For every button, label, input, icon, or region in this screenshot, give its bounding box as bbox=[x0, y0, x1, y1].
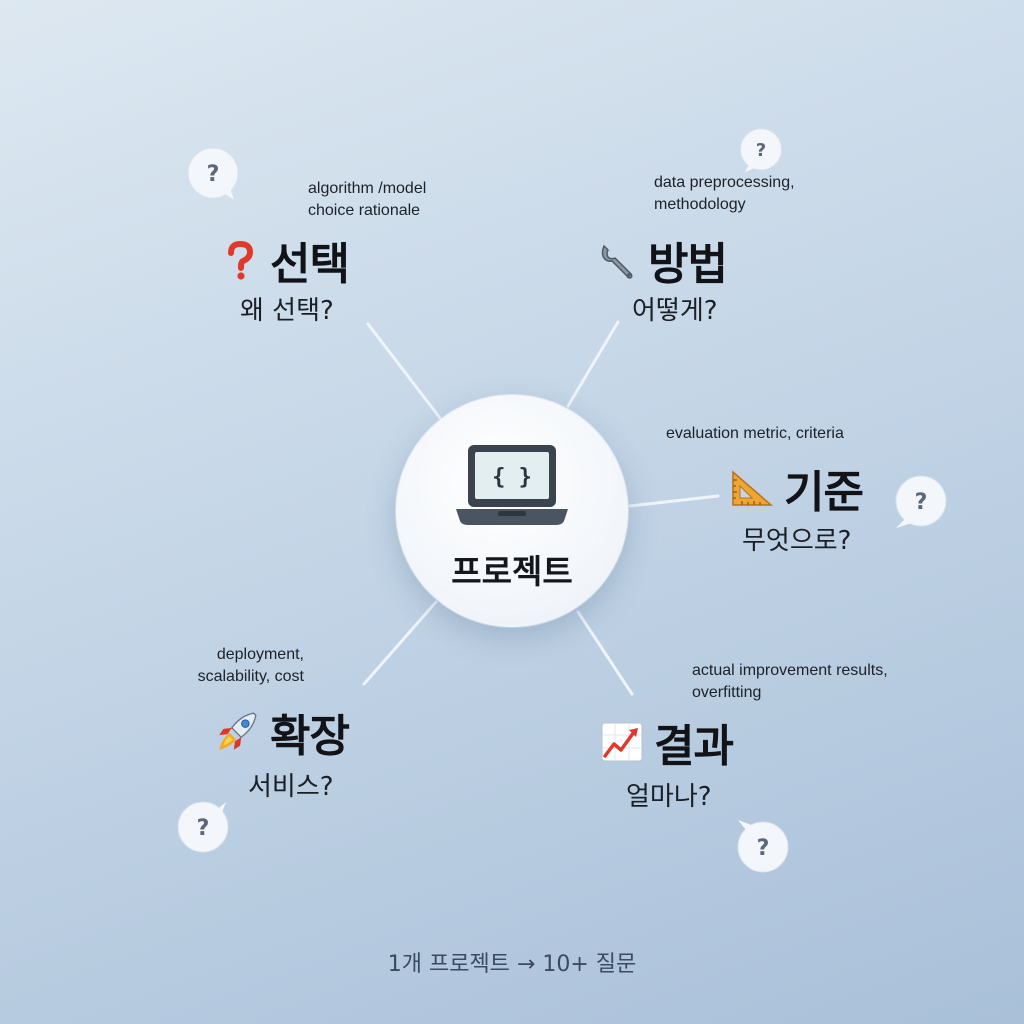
red-question-mark-icon bbox=[228, 240, 254, 280]
laptop-code-icon: { } bbox=[456, 445, 568, 525]
footer-caption: 1개 프로젝트 → 10+ 질문 bbox=[387, 952, 637, 977]
method-subtitle: 어떻게? bbox=[632, 296, 718, 326]
connector-method bbox=[566, 320, 620, 408]
scale-description: deployment, scalability, cost bbox=[197, 646, 304, 685]
question-bubble-icon: ? bbox=[895, 475, 947, 528]
chart-increasing-icon bbox=[601, 722, 643, 762]
scale-subtitle: 서비스? bbox=[248, 772, 334, 802]
scale-title: 확장 bbox=[270, 711, 350, 762]
result-title: 결과 bbox=[654, 721, 734, 772]
question-bubble-icon: ? bbox=[177, 801, 229, 853]
connector-result bbox=[576, 610, 634, 696]
criteria-title: 기준 bbox=[784, 467, 864, 518]
choice-subtitle: 왜 선택? bbox=[240, 296, 334, 326]
result-title-row: 결과 bbox=[600, 710, 734, 774]
result-subtitle: 얼마나? bbox=[626, 782, 712, 812]
connector-criteria bbox=[628, 494, 720, 508]
method-title-row: 방법 bbox=[598, 228, 728, 292]
center-node: { } 프로젝트 bbox=[396, 395, 628, 627]
svg-text:?: ? bbox=[207, 162, 220, 187]
method-description: data preprocessing, methodology bbox=[654, 174, 795, 213]
choice-description: algorithm /model choice rationale bbox=[308, 180, 427, 219]
scale-title-row: 확장 bbox=[214, 700, 350, 764]
method-title: 방법 bbox=[648, 239, 728, 290]
question-bubble-icon: ? bbox=[740, 128, 782, 173]
connector-scale bbox=[362, 600, 438, 686]
criteria-subtitle: 무엇으로? bbox=[742, 526, 852, 556]
svg-text:?: ? bbox=[756, 140, 766, 161]
question-bubble-icon: ? bbox=[737, 820, 789, 873]
choice-title: 선택 bbox=[270, 239, 350, 290]
svg-text:?: ? bbox=[915, 490, 928, 515]
criteria-title-row: 기준 bbox=[730, 456, 864, 520]
question-bubble-icon: ? bbox=[187, 147, 239, 200]
svg-text:?: ? bbox=[757, 836, 770, 861]
wrench-icon bbox=[601, 244, 633, 279]
triangular-ruler-icon bbox=[732, 470, 774, 506]
rocket-icon bbox=[219, 712, 257, 750]
criteria-description: evaluation metric, criteria bbox=[666, 425, 844, 442]
laptop-screen-glyph: { } bbox=[492, 465, 532, 490]
center-label: 프로젝트 bbox=[451, 552, 573, 591]
connector-choice bbox=[366, 322, 442, 420]
svg-text:?: ? bbox=[197, 816, 210, 841]
result-description: actual improvement results, overfitting bbox=[692, 662, 888, 701]
choice-title-row: 선택 bbox=[220, 228, 350, 292]
